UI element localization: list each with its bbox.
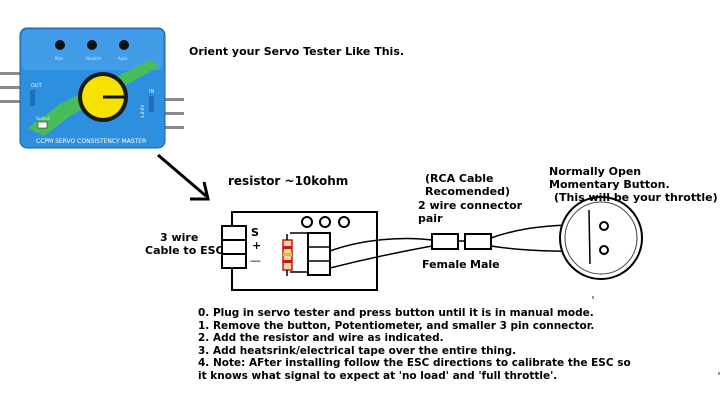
servo-tester-photo: Man Neutral Auto OUT IN 4.8-6V Select CC…: [0, 27, 184, 149]
step-line: 1. Remove the button, Potentiometer, and…: [198, 319, 595, 332]
resistor-icon: [282, 234, 293, 276]
out-label: OUT: [31, 83, 43, 89]
arrow-icon: [157, 153, 210, 201]
wire-label-line1: 3 wire: [160, 231, 199, 244]
board-schematic: [221, 211, 433, 291]
button-label-line3: (This will be your throttle): [554, 191, 718, 204]
wire-label-line2: Cable to ESC: [145, 244, 224, 257]
led-1: [55, 40, 65, 50]
pin-plus-label: +: [252, 239, 262, 252]
female-connector: [431, 233, 459, 250]
male-label: Male: [470, 258, 500, 271]
button-label-line1: Normally Open: [549, 165, 642, 178]
pin-minus-label: —: [250, 254, 261, 267]
step-line: 2. Add the resistor and wire as indicate…: [198, 332, 444, 345]
voltage-label: 4.8-6V: [140, 105, 145, 118]
female-label: Female: [422, 258, 467, 271]
svg-text:Man: Man: [55, 56, 64, 61]
select-label: Select: [36, 116, 50, 122]
connector-pair: [431, 233, 492, 250]
led-3: [119, 40, 129, 50]
rca-label-line2: Recomended): [425, 185, 510, 198]
connector-label-line2: pair: [418, 212, 443, 225]
pin-s-label: S: [251, 226, 259, 239]
svg-text:Auto: Auto: [118, 56, 128, 61]
step-line: it knows what signal to expect at 'no lo…: [198, 369, 558, 382]
step-line: 3. Add heatsrink/electrical tape over th…: [198, 344, 517, 357]
instruction-steps: 0. Plug in servo tester and press button…: [198, 307, 631, 383]
male-connector: [464, 233, 492, 250]
in-label: IN: [149, 89, 154, 95]
connector-label-line1: 2 wire connector: [418, 199, 523, 212]
step-line: 0. Plug in servo tester and press button…: [198, 307, 594, 319]
led-2: [87, 40, 97, 50]
step-line: 4. Note: AFter installing follow the ESC…: [198, 357, 631, 370]
brand-label: CCPM SERVO CONSISTENCY MASTER: [36, 138, 146, 145]
button-label-line2: Momentary Button.: [549, 178, 670, 191]
orient-caption: Orient your Servo Tester Like This.: [189, 45, 405, 58]
momentary-button-icon: [559, 196, 643, 280]
rca-label-line1: (RCA Cable: [425, 172, 494, 185]
resistor-label: resistor ~10kohm: [228, 174, 349, 188]
svg-text:Neutral: Neutral: [86, 56, 101, 61]
